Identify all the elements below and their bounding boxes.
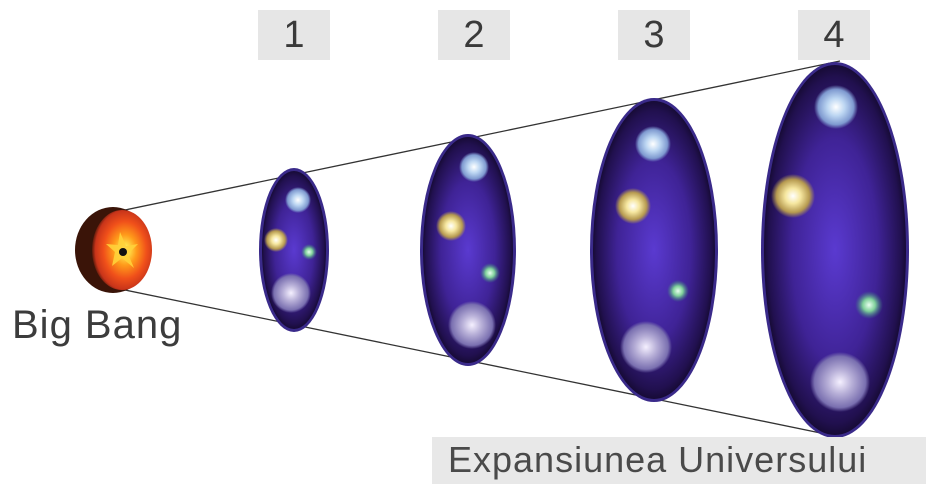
galaxy-icon — [436, 211, 466, 241]
caption-text: Expansiunea Universului — [448, 439, 868, 480]
galaxy-icon — [459, 152, 489, 182]
galaxy-icon — [667, 280, 689, 302]
step-badge-2: 2 — [438, 10, 510, 60]
galaxy-icon — [615, 188, 651, 224]
galaxy-icon — [814, 85, 858, 129]
galaxy-icon — [301, 244, 317, 260]
galaxy-icon — [264, 228, 288, 252]
step-badge-4: 4 — [798, 10, 870, 60]
universe-stage-4 — [761, 62, 909, 438]
galaxy-icon — [635, 126, 671, 162]
cone-bottom-line — [124, 289, 841, 438]
step-badge-1: 1 — [258, 10, 330, 60]
galaxy-icon — [285, 187, 311, 213]
universe-stage-3 — [590, 98, 718, 402]
universe-stage-1 — [259, 168, 329, 332]
universe-stage-2 — [420, 134, 516, 366]
step-badge-3: 3 — [618, 10, 690, 60]
galaxy-icon — [855, 291, 883, 319]
galaxy-icon — [448, 301, 496, 349]
galaxy-icon — [620, 321, 672, 373]
big-bang-icon — [75, 207, 152, 293]
cone-top-line — [124, 60, 841, 211]
galaxy-icon — [271, 273, 311, 313]
galaxy-icon — [810, 352, 870, 412]
big-bang-label: Big Bang — [12, 303, 183, 347]
caption-box: Expansiunea Universului — [432, 437, 926, 484]
galaxy-icon — [771, 174, 815, 218]
galaxy-icon — [480, 263, 500, 283]
